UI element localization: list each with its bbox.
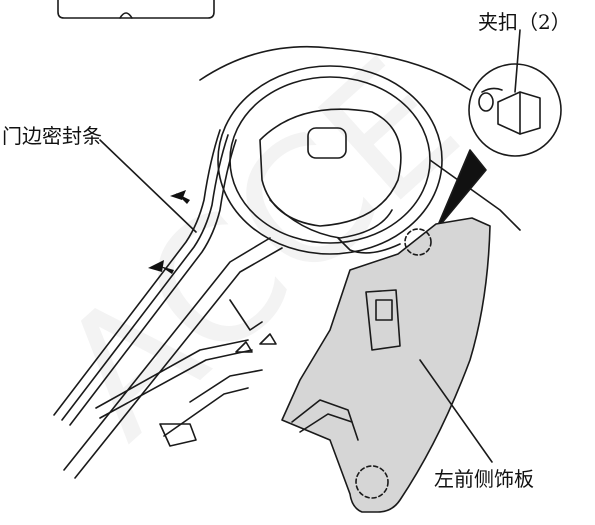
floor-rails [95,299,277,447]
clip-leader-line [514,29,521,93]
dashboard-edge [199,45,471,91]
side-trim-label: 左前侧饰板 [434,467,534,491]
partial-callout-symbol [119,12,133,19]
door-seal-label: 门边密封条 [2,124,102,148]
door-sill-inner [74,247,283,479]
clip-location-marker [404,228,432,256]
arrow-icon [170,190,190,204]
partial-callout-box [57,0,215,19]
clip-detail-callout [468,63,562,157]
dashboard-edge [429,159,521,231]
door-sill [63,237,271,471]
clip-location-marker [355,465,389,499]
seal-leader-line [99,139,197,233]
steering-wheel [217,65,443,255]
trim-leader-line [419,359,493,463]
callout-pointer [435,149,487,231]
arrow-icon [148,260,174,274]
left-front-side-trim-panel [281,217,491,513]
clip-label: 夹扣（2） [478,10,571,34]
